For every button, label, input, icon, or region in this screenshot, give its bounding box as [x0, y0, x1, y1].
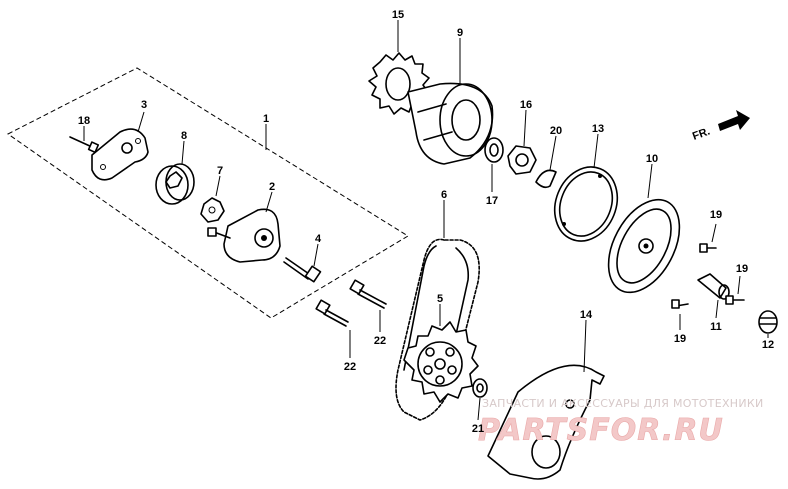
front-direction-arrow: FR. [691, 110, 750, 143]
part-17-washer [484, 137, 504, 192]
callout-7: 7 [217, 165, 223, 177]
callout-20: 20 [550, 125, 562, 137]
part-19-bolt-upper [699, 223, 717, 253]
callout-1: 1 [263, 113, 269, 125]
part-11-oil-jet [697, 273, 730, 319]
callout-19-right: 19 [736, 263, 748, 275]
front-direction-label: FR. [691, 125, 712, 142]
callout-22-lower: 22 [344, 361, 356, 373]
callout-13: 13 [592, 123, 604, 135]
callout-8: 8 [181, 130, 187, 142]
callout-19-upper: 19 [710, 209, 722, 221]
callout-4: 4 [315, 233, 322, 245]
callout-19-lower: 19 [674, 333, 686, 345]
callout-17: 17 [486, 195, 498, 207]
part-18-bolt [69, 126, 100, 154]
part-22-bolt-lower [315, 299, 351, 358]
part-6-chain [395, 200, 480, 421]
part-19-bolt-lower [671, 299, 689, 330]
callout-21: 21 [472, 423, 484, 435]
callout-labels: 1 2 3 4 5 6 7 8 9 10 11 12 13 14 15 16 1… [78, 9, 774, 435]
part-2-pump-body [207, 191, 281, 263]
part-16-nut [507, 109, 537, 175]
callout-22-upper: 22 [374, 335, 386, 347]
watermark-tagline: ЗАПЧАСТИ И АКСЕССУАРЫ ДЛЯ МОТОТЕХНИКИ [482, 397, 764, 410]
watermark-logo: PARTSFOR.RU [478, 413, 724, 448]
part-21-washer [472, 378, 488, 421]
callout-11: 11 [710, 321, 722, 333]
callout-12: 12 [762, 339, 774, 351]
callout-10: 10 [646, 153, 658, 165]
part-13-gasket [553, 133, 619, 242]
part-4-bolt [283, 243, 322, 283]
part-7-inner-rotor [200, 175, 225, 223]
part-5-sprocket [403, 304, 479, 403]
watermark: ЗАПЧАСТИ И АКСЕССУАРЫ ДЛЯ МОТОТЕХНИКИ PA… [478, 397, 764, 448]
part-10-cover-plate [607, 163, 681, 294]
callout-14: 14 [580, 309, 593, 321]
callout-9: 9 [457, 27, 463, 39]
callout-16: 16 [520, 99, 532, 111]
callout-18: 18 [78, 115, 90, 127]
callout-15: 15 [392, 9, 404, 21]
assembly-outline-1 [7, 67, 409, 319]
part-9-housing [407, 38, 494, 165]
part-22-bolt-upper [349, 279, 387, 332]
part-14-guide-plate [487, 319, 605, 480]
part-8-outer-rotor [155, 140, 195, 205]
part-3-pump-cover [91, 111, 149, 181]
part-19-bolt-right [725, 275, 745, 305]
part-20-clip [535, 135, 557, 189]
callout-3: 3 [141, 99, 147, 111]
callout-6: 6 [441, 189, 447, 201]
callout-2: 2 [269, 181, 275, 193]
part-12-cap [758, 310, 778, 338]
callout-5: 5 [437, 293, 443, 305]
